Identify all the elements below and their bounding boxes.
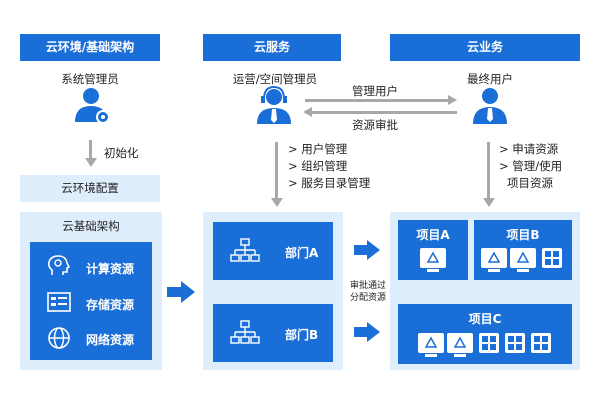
resource-network: 网络资源 [86, 333, 135, 347]
department-b-org-icon [230, 320, 260, 344]
vm-monitor-stand [454, 354, 466, 357]
network-globe-icon [48, 327, 70, 349]
manage-users-arrow-head [448, 95, 457, 105]
ops-down-arrow [275, 142, 278, 200]
header-infra: 云环境/基础架构 [20, 34, 160, 61]
user-down-arrow [487, 142, 490, 200]
vm-monitor-stand [488, 269, 500, 272]
project-b-label: 项目B [506, 228, 540, 242]
user-list-item-2: > 管理/使用 [499, 159, 563, 173]
department-b-label: 部门B [285, 328, 319, 342]
dept-a-to-project-arrow [354, 240, 380, 260]
windows-vm-icon [531, 333, 551, 353]
manage-users-label: 管理用户 [352, 84, 398, 98]
approval-arrow-head [303, 107, 312, 117]
vm-monitor-icon [481, 248, 507, 268]
vm-monitor-icon [510, 248, 536, 268]
approve-label: 审批通过 [349, 281, 386, 291]
approve-allocate-label: 审批通过 分配资源 [346, 280, 390, 304]
project-a-label: 项目A [416, 228, 450, 242]
vm-monitor-stand [427, 269, 439, 272]
project-c-label: 项目C [468, 312, 502, 326]
compute-brain-icon [48, 255, 71, 275]
windows-vm-icon [479, 333, 499, 353]
allocate-label: 分配资源 [349, 293, 386, 303]
admin-user-icon [75, 88, 110, 124]
user-list-item-1: > 申请资源 [499, 142, 559, 156]
approval-label: 资源审批 [352, 118, 398, 132]
department-a-label: 部门A [285, 246, 319, 260]
cloud-env-config: 云环境配置 [20, 175, 160, 202]
windows-vm-icon [542, 248, 562, 268]
manage-users-arrow-line [305, 99, 450, 102]
windows-vm-icon [505, 333, 525, 353]
vm-monitor-icon [420, 248, 446, 268]
init-label: 初始化 [104, 146, 139, 160]
role-sysadmin: 系统管理员 [61, 72, 119, 86]
resource-panel [30, 242, 152, 360]
vm-monitor-stand [425, 354, 437, 357]
approval-arrow-line [312, 111, 457, 114]
resource-compute: 计算资源 [86, 262, 135, 276]
init-arrow [89, 140, 92, 160]
dept-b-to-project-arrow [354, 322, 380, 342]
role-opsadmin: 运营/空间管理员 [232, 72, 318, 86]
ops-list-item-3: > 服务目录管理 [288, 176, 371, 190]
department-a-org-icon [230, 238, 260, 262]
department-b [213, 304, 333, 362]
header-service: 云服务 [203, 34, 341, 61]
user-down-arrow-head [482, 198, 495, 207]
infra-arch-title: 云基础架构 [62, 219, 120, 233]
init-arrow-head [84, 158, 97, 167]
storage-icon [47, 292, 71, 312]
vm-monitor-stand [517, 269, 529, 272]
department-a [213, 222, 333, 280]
ops-admin-headset-icon [257, 86, 291, 124]
role-enduser: 最终用户 [467, 72, 513, 86]
resource-storage: 存储资源 [86, 298, 135, 312]
ops-list-item-2: > 组织管理 [288, 159, 348, 173]
vm-monitor-icon [447, 333, 473, 353]
vm-monitor-icon [418, 333, 444, 353]
infra-to-dept-arrow [167, 281, 195, 303]
user-list-item-3: 项目资源 [507, 176, 553, 190]
ops-list-item-1: > 用户管理 [288, 142, 348, 156]
ops-down-arrow-head [270, 198, 283, 207]
header-business: 云业务 [390, 34, 580, 61]
end-user-icon [473, 88, 507, 124]
